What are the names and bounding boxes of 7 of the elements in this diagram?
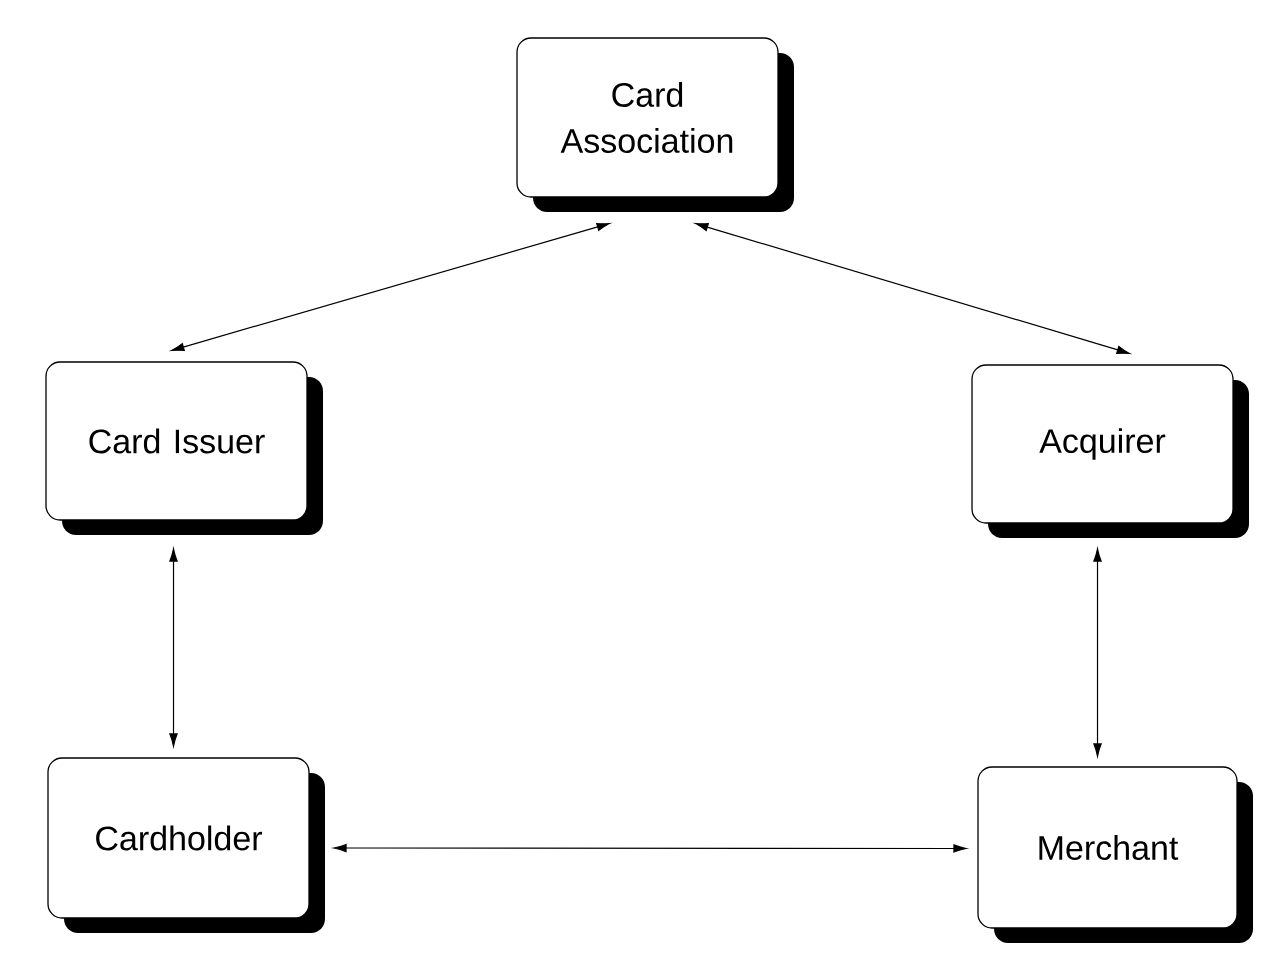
process-box: Acquirer (971, 364, 1249, 538)
process-box: Cardholder (47, 757, 325, 933)
process-box: Card Issuer (45, 361, 323, 535)
arrow (695, 223, 1130, 354)
process-box: Merchant (977, 766, 1253, 943)
process-box: Card Association (516, 37, 794, 212)
arrow (171, 222, 610, 352)
